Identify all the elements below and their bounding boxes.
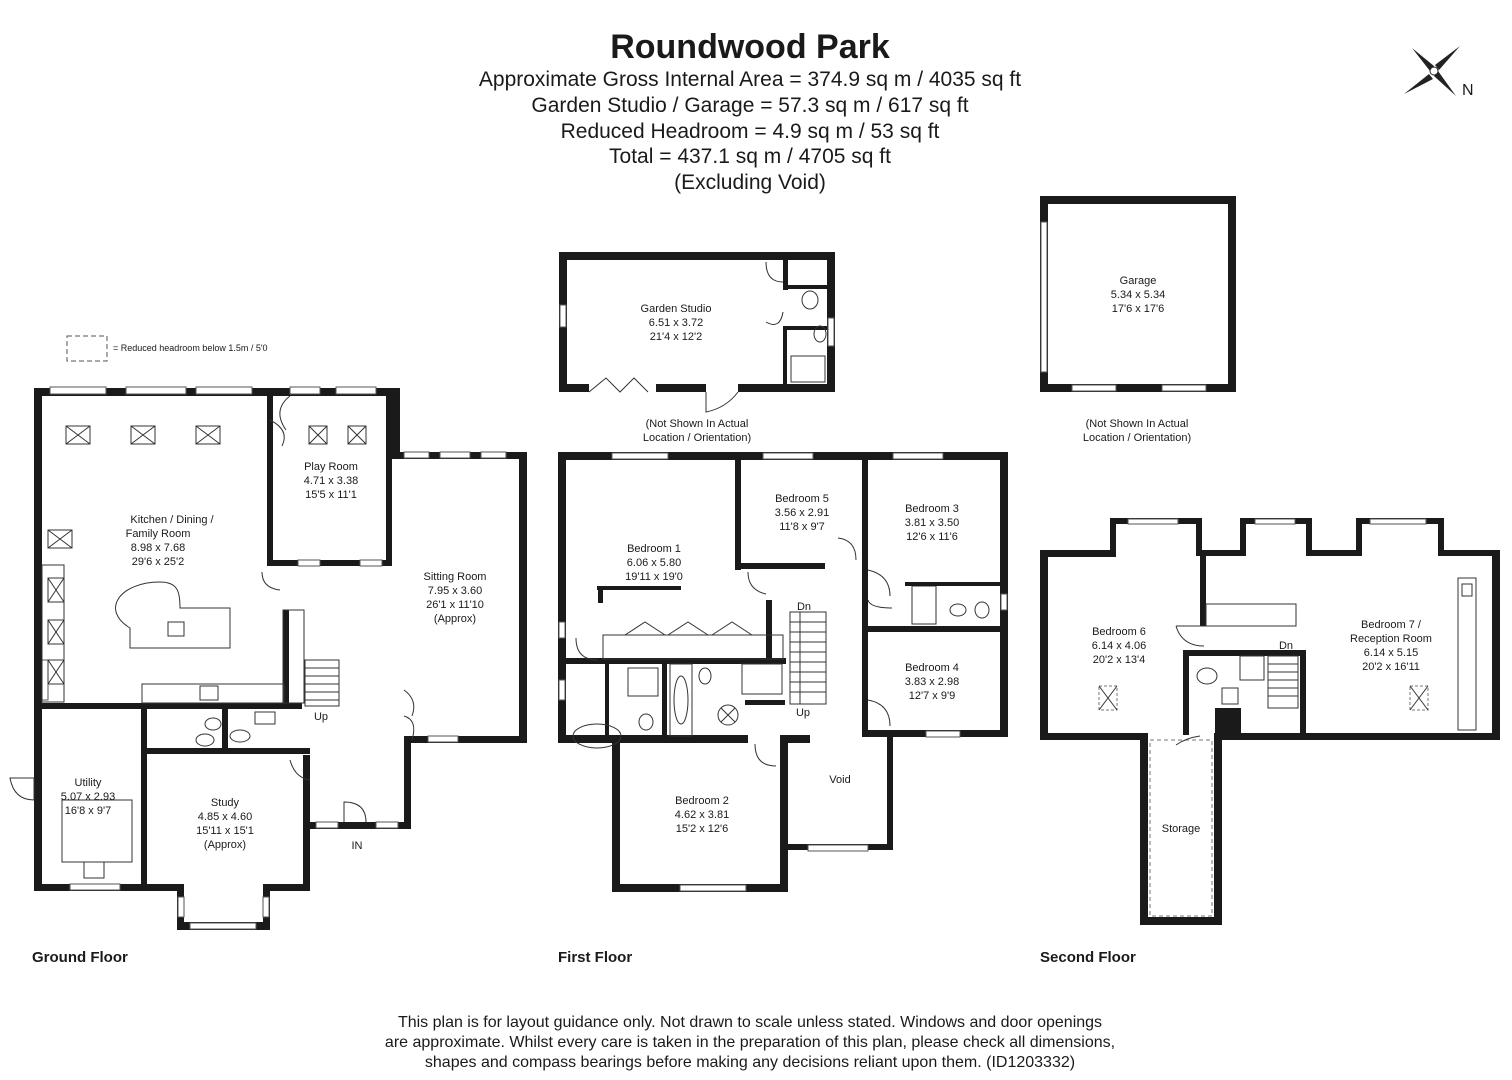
bedroom-7-label-2: Reception Room	[1350, 633, 1432, 645]
void-label: Void	[829, 774, 850, 786]
bedroom-1-dim-imperial: 19'11 x 19'0	[625, 571, 683, 583]
sitting-room-dim-imperial: 26'1 x 11'10	[426, 599, 484, 611]
second-stairs-down-label: Dn	[1279, 640, 1293, 652]
garage-location-note: Location / Orientation)	[1083, 432, 1191, 444]
garage-label: Garage	[1120, 275, 1157, 287]
bedroom-6-dim-imperial: 20'2 x 13'4	[1093, 654, 1146, 666]
entrance-label: IN	[352, 840, 363, 852]
utility-label: Utility	[75, 777, 102, 789]
bedroom-3-dim-imperial: 12'6 x 11'6	[906, 531, 958, 543]
study-approx: (Approx)	[204, 839, 246, 851]
first-stairs-down-label: Dn	[797, 601, 811, 613]
sitting-room-label: Sitting Room	[424, 571, 487, 583]
bedroom-4-label: Bedroom 4	[905, 662, 959, 674]
utility-dim-metric: 5.07 x 2.93	[61, 791, 115, 803]
play-room-dim-metric: 4.71 x 3.38	[304, 475, 358, 487]
bedroom-2-dim-imperial: 15'2 x 12'6	[676, 823, 729, 835]
bedroom-7-label: Bedroom 7 /	[1361, 619, 1422, 631]
compass-north-label: N	[1462, 82, 1474, 99]
bedroom-1-dim-metric: 6.06 x 5.80	[627, 557, 681, 569]
second-floor-label: Second Floor	[1040, 949, 1136, 966]
garage-plan	[1040, 196, 1236, 392]
studio-not-shown-note: (Not Shown In Actual	[646, 418, 749, 430]
studio-garage-area-line: Garden Studio / Garage = 57.3 sq m / 617…	[531, 94, 969, 117]
sitting-room-approx: (Approx)	[434, 613, 476, 625]
kitchen-dim-imperial: 29'6 x 25'2	[132, 556, 185, 568]
bedroom-2-label: Bedroom 2	[675, 795, 729, 807]
study-dim-imperial: 15'11 x 15'1	[196, 825, 254, 837]
garage-not-shown-note: (Not Shown In Actual	[1086, 418, 1189, 430]
compass-icon	[1404, 46, 1460, 96]
disclaimer-line-2: are approximate. Whilst every care is ta…	[384, 1034, 1116, 1051]
reduced-headroom-legend-swatch	[66, 335, 108, 362]
legend-text: = Reduced headroom below 1.5m / 5'0	[113, 343, 268, 353]
total-area-line: Total = 437.1 sq m / 4705 sq ft	[609, 145, 891, 168]
bedroom-3-label: Bedroom 3	[905, 503, 959, 515]
bedroom-6-label: Bedroom 6	[1092, 626, 1146, 638]
utility-dim-imperial: 16'8 x 9'7	[65, 805, 111, 817]
plan-title: Roundwood Park	[610, 28, 890, 66]
garden-studio-dim-metric: 6.51 x 3.72	[649, 317, 703, 329]
garden-studio-label: Garden Studio	[641, 303, 712, 315]
reduced-headroom-line: Reduced Headroom = 4.9 sq m / 53 sq ft	[560, 120, 940, 143]
bedroom-2-dim-metric: 4.62 x 3.81	[675, 809, 729, 821]
bedroom-5-dim-imperial: 11'8 x 9'7	[779, 521, 825, 533]
garage-dim-imperial: 17'6 x 17'6	[1112, 303, 1165, 315]
bedroom-3-dim-metric: 3.81 x 3.50	[905, 517, 959, 529]
kitchen-label: Kitchen / Dining /	[130, 514, 214, 526]
storage-label: Storage	[1162, 823, 1201, 835]
disclaimer: This plan is for layout guidance only. N…	[0, 1013, 1500, 1073]
study-dim-metric: 4.85 x 4.60	[198, 811, 252, 823]
bedroom-7-dim-imperial: 20'2 x 16'11	[1362, 661, 1420, 673]
disclaimer-line-1: This plan is for layout guidance only. N…	[397, 1014, 1103, 1031]
ground-stairs-up-label: Up	[314, 711, 328, 723]
first-stairs-up-label: Up	[796, 707, 810, 719]
ground-floor-plan	[9, 386, 527, 930]
bedroom-4-dim-metric: 3.83 x 2.98	[905, 676, 959, 688]
first-floor-plan	[558, 452, 1008, 892]
bedroom-1-label: Bedroom 1	[627, 543, 681, 555]
bedroom-6-dim-metric: 6.14 x 4.06	[1092, 640, 1146, 652]
kitchen-label-2: Family Room	[126, 528, 191, 540]
disclaimer-line-3: shapes and compass bearings before makin…	[424, 1054, 1076, 1071]
garden-studio-dim-imperial: 21'4 x 12'2	[650, 331, 703, 343]
ground-floor-label: Ground Floor	[32, 949, 128, 966]
bedroom-4-dim-imperial: 12'7 x 9'9	[909, 690, 955, 702]
kitchen-dim-metric: 8.98 x 7.68	[131, 542, 185, 554]
bedroom-7-dim-metric: 6.14 x 5.15	[1364, 647, 1418, 659]
studio-location-note: Location / Orientation)	[643, 432, 751, 444]
study-label: Study	[211, 797, 240, 809]
bedroom-5-dim-metric: 3.56 x 2.91	[775, 507, 829, 519]
garden-studio-plan	[559, 252, 835, 413]
second-floor-plan	[1040, 518, 1500, 925]
bedroom-5-label: Bedroom 5	[775, 493, 829, 505]
play-room-dim-imperial: 15'5 x 11'1	[305, 489, 357, 501]
excluding-void-line: (Excluding Void)	[674, 171, 826, 194]
gross-area-line: Approximate Gross Internal Area = 374.9 …	[478, 68, 1022, 91]
sitting-room-dim-metric: 7.95 x 3.60	[428, 585, 482, 597]
first-floor-label: First Floor	[558, 949, 632, 966]
garage-dim-metric: 5.34 x 5.34	[1111, 289, 1165, 301]
play-room-label: Play Room	[304, 461, 358, 473]
